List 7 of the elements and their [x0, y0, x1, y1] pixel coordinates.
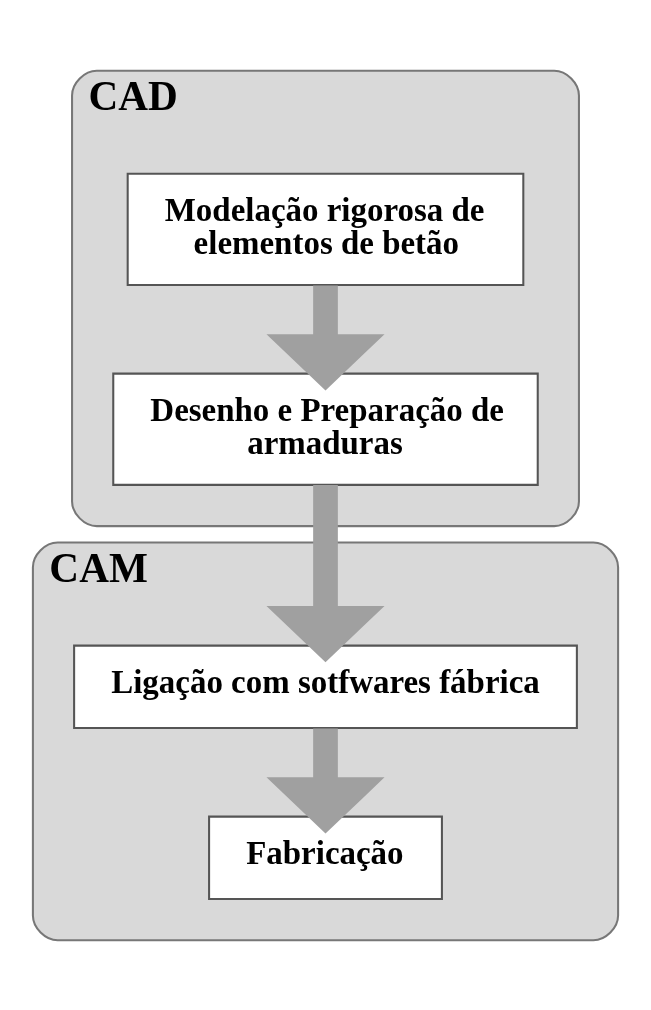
node-box: Desenho e Preparação de armaduras — [112, 372, 539, 486]
arrow — [266, 727, 385, 834]
arrow — [266, 284, 385, 390]
node-box: Fabricação — [208, 815, 443, 900]
node-box: Ligação com sotfwares fábrica — [73, 644, 578, 729]
arrow — [266, 484, 385, 662]
node-box: Modelação rigorosa de elementos de betão — [126, 172, 525, 286]
